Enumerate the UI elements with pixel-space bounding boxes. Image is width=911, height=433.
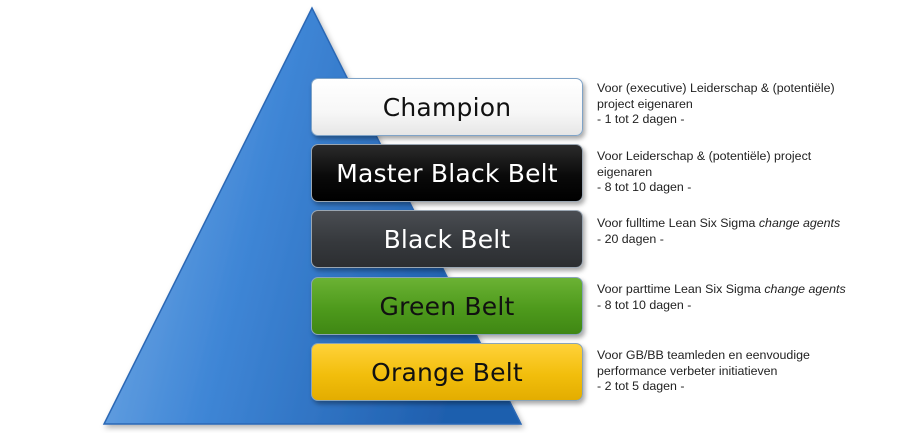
level-green-belt-label: Green Belt [379,291,515,321]
description-duration: - 20 dagen - [597,231,664,246]
level-orange-belt-label: Orange Belt [371,357,523,387]
description-orange-belt: Voor GB/BB teamleden en eenvoudige perfo… [597,348,897,395]
description-line: performance verbeter initiatieven [597,363,778,378]
description-text: Voor fulltime Lean Six Sigma [597,216,759,230]
level-green-belt: Green Belt [311,277,583,335]
description-line: Voor fulltime Lean Six Sigma change agen… [597,216,897,232]
description-line: Voor parttime Lean Six Sigma change agen… [597,282,897,298]
description-green-belt: Voor parttime Lean Six Sigma change agen… [597,282,897,313]
level-black-belt: Black Belt [311,210,583,268]
description-black-belt: Voor fulltime Lean Six Sigma change agen… [597,216,897,247]
description-emphasis: change agents [764,282,846,296]
description-line: Voor (executive) Leiderschap & (potentië… [597,81,835,95]
level-master-black-belt: Master Black Belt [311,144,583,202]
description-duration: - 1 tot 2 dagen - [597,112,685,126]
description-line: project eigenaren [597,96,693,111]
description-master-black-belt: Voor Leiderschap & (potentiële) project … [597,149,897,196]
description-line: Voor GB/BB teamleden en eenvoudige [597,348,810,362]
description-duration: - 2 tot 5 dagen - [597,379,685,393]
description-line: eigenaren [597,164,653,179]
level-champion-label: Champion [382,92,512,122]
description-duration: - 8 tot 10 dagen - [597,297,692,312]
level-champion: Champion [311,78,583,136]
description-duration: - 8 tot 10 dagen - [597,180,692,194]
level-orange-belt: Orange Belt [311,343,583,401]
level-black-belt-label: Black Belt [383,224,511,254]
description-champion: Voor (executive) Leiderschap & (potentië… [597,81,897,128]
description-emphasis: change agents [758,216,841,230]
description-text: Voor parttime Lean Six Sigma [597,282,765,296]
level-master-black-belt-label: Master Black Belt [336,158,558,188]
description-line: Voor Leiderschap & (potentiële) project [597,149,812,163]
